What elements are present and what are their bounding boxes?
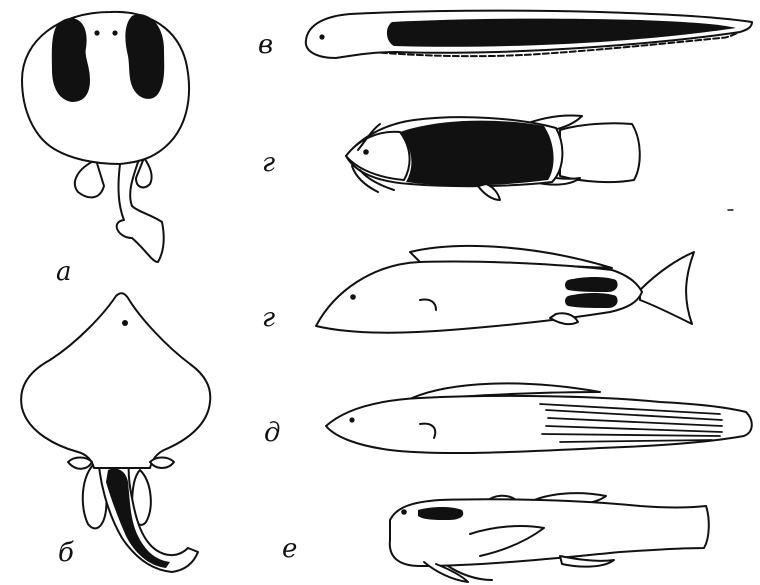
panel-label-b: б [58,540,74,566]
elephantfish-tail-fin [640,252,694,324]
stargazer-anal-fin [560,556,614,567]
electric-eel-drawing [306,11,752,58]
skate-fin-tip-left [68,458,92,469]
stargazer-eye [401,509,407,515]
panel-label-a: а [56,259,72,285]
eel-eye [319,34,324,39]
stargazer-drawing [390,493,709,582]
knifefish-eye [349,417,354,422]
skate-drawing [21,293,210,572]
panel-label-d: д [264,420,280,446]
electric-catfish-drawing [346,115,640,200]
panel-label-g1: г [262,150,275,176]
ray-pelvic-fin-left [75,160,104,197]
electric-organ-left [52,18,90,102]
skate-eye [122,320,128,326]
elephantfish-caudal-organ-upper [565,277,618,292]
elephantfish-eye [350,294,356,300]
elephantfish-drawing [316,246,694,333]
electric-ray-drawing [22,12,189,262]
panel-label-v: в [258,32,273,58]
elephantfish-caudal-organ-lower [565,293,618,308]
stargazer-head-electric-organ [418,507,463,520]
ray-disc-body [22,12,189,164]
panel-label-e: е [282,536,297,562]
catfish-eye [363,149,369,155]
knifefish-drawing [326,383,752,453]
panel-label-g2: г [262,305,275,331]
ray-eye-left [94,30,99,35]
ray-eye-right [112,30,117,35]
skate-disc-body [21,293,210,468]
catfish-electric-organ [400,121,554,186]
catfish-tail-fin [560,123,640,182]
skate-fin-tip-right [150,458,174,469]
